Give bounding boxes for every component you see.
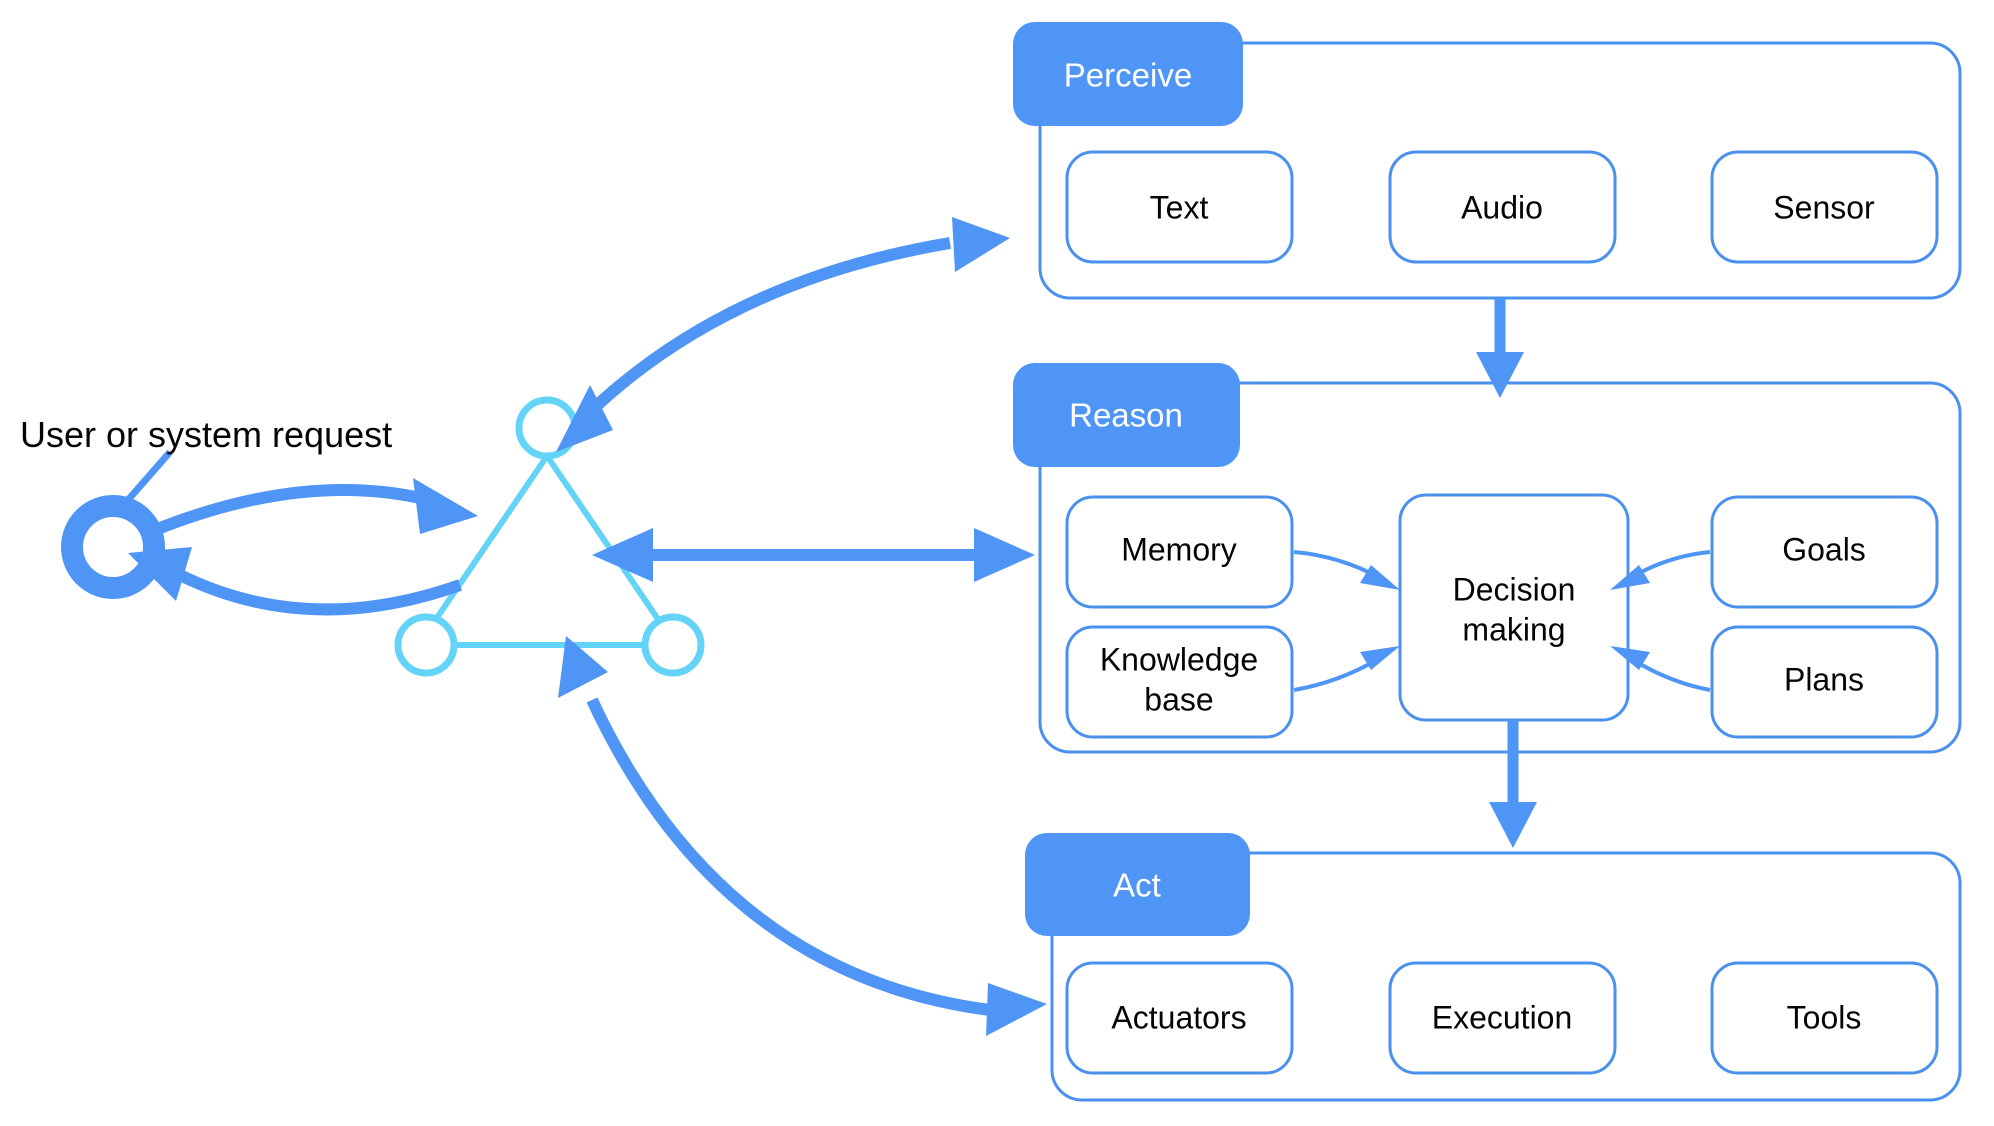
user-request-node[interactable]: User or system request [20, 414, 392, 599]
arrow-memory-to-decision [1293, 550, 1400, 590]
arrow-core-to-perceive [556, 217, 1010, 452]
chip-audio-label: Audio [1461, 189, 1543, 225]
chip-knowledge-base-label-line2: base [1144, 681, 1213, 717]
reason-tab-label: Reason [1069, 397, 1183, 434]
arrow-reason-to-act [1489, 720, 1537, 848]
request-leader-line [125, 449, 173, 503]
arrow-plans-to-decision [1610, 646, 1711, 692]
perceive-tab[interactable] [1013, 22, 1243, 126]
triangle-node-bottom-right[interactable] [641, 613, 705, 677]
chip-plans-label: Plans [1784, 661, 1864, 697]
arrow-core-to-request [128, 547, 462, 616]
user-request-label: User or system request [20, 414, 392, 455]
chip-goals-label: Goals [1782, 531, 1866, 567]
chip-execution-label: Execution [1432, 999, 1573, 1035]
perceive-panel[interactable]: Perceive Text Audio Sensor [1013, 22, 1962, 300]
chip-sensor[interactable] [1710, 150, 1939, 264]
act-panel[interactable]: Act Actuators Execution Tools [1025, 833, 1962, 1102]
chip-goals[interactable] [1710, 495, 1939, 609]
chip-decision-making[interactable] [1398, 493, 1630, 722]
chip-knowledge-base-label-line1: Knowledge [1100, 641, 1258, 677]
chip-actuators[interactable] [1065, 961, 1294, 1075]
chip-plans[interactable] [1710, 625, 1939, 739]
arrow-act-to-core [558, 636, 1047, 1036]
chip-decision-label-line2: making [1462, 611, 1565, 647]
arrow-goals-to-decision [1610, 550, 1711, 590]
arrow-core-to-reason [592, 528, 1035, 582]
chip-tools[interactable] [1710, 961, 1939, 1075]
chip-memory-label: Memory [1121, 531, 1237, 567]
chip-execution[interactable] [1388, 961, 1617, 1075]
chip-text[interactable] [1065, 150, 1294, 264]
chip-audio[interactable] [1388, 150, 1617, 264]
reason-panel[interactable]: Reason Memory Knowledge base Decision ma… [1013, 363, 1962, 754]
act-tab[interactable] [1025, 833, 1250, 936]
chip-sensor-label: Sensor [1773, 189, 1875, 225]
act-tab-label: Act [1113, 867, 1161, 904]
chip-actuators-label: Actuators [1111, 999, 1246, 1035]
chip-knowledge-base[interactable] [1065, 625, 1294, 739]
arrow-request-to-core [152, 478, 478, 536]
chip-memory[interactable] [1065, 495, 1294, 609]
chip-tools-label: Tools [1787, 999, 1862, 1035]
ring-icon [61, 495, 165, 599]
chip-decision-label-line1: Decision [1453, 571, 1576, 607]
triangle-node-bottom-left[interactable] [394, 613, 458, 677]
chip-text-label: Text [1150, 189, 1209, 225]
arrow-knowledge-to-decision [1293, 646, 1400, 692]
arrow-perceive-to-reason [1476, 298, 1524, 398]
perceive-tab-label: Perceive [1064, 57, 1192, 94]
agent-core-triangle[interactable] [394, 396, 705, 677]
reason-tab[interactable] [1013, 363, 1240, 467]
